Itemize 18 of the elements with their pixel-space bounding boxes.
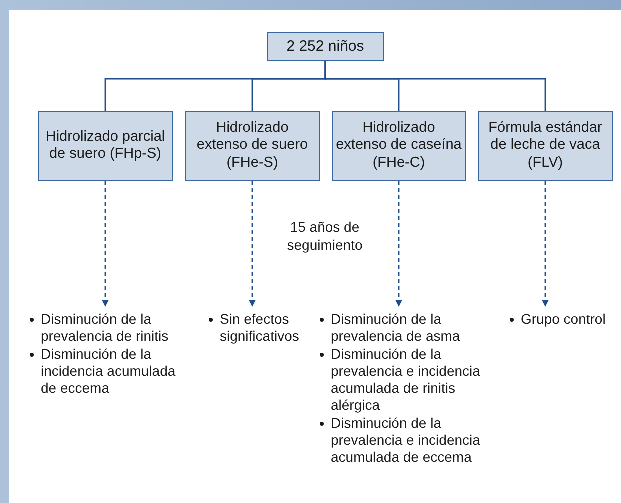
process-box: Hidrolizado extenso de caseína (FHe-C)	[332, 111, 466, 181]
result-text: Disminución de la prevalencia e incidencia acumulada de eccema	[331, 415, 482, 466]
process-box: Fórmula estándar de leche de vaca (FLV)	[478, 111, 613, 181]
result-text: Disminución de la prevalencia de asma	[331, 311, 462, 345]
result-text: Grupo control	[521, 311, 607, 328]
result-text: Sin efectos significativos	[220, 311, 300, 345]
follow-up-note: 15 años de seguimiento	[286, 218, 364, 254]
process-box: 2 252 niños	[267, 32, 384, 61]
result-text: Disminución de la incidencia acumulada de eccema	[41, 346, 177, 397]
result-text: Disminución de la prevalencia de rinitis	[41, 311, 170, 345]
process-box: Hidrolizado parcial de suero (FHp-S)	[38, 111, 173, 181]
arrow	[102, 181, 109, 307]
arrow	[249, 181, 256, 307]
arrow	[396, 181, 402, 307]
process-box: Hidrolizado extenso de suero (FHe-S)	[185, 111, 320, 181]
result-text: Disminución de la prevalencia e incidencia acumulada de rinitis alérgica	[331, 346, 482, 414]
arrow	[542, 181, 549, 307]
connector-line	[324, 61, 546, 111]
